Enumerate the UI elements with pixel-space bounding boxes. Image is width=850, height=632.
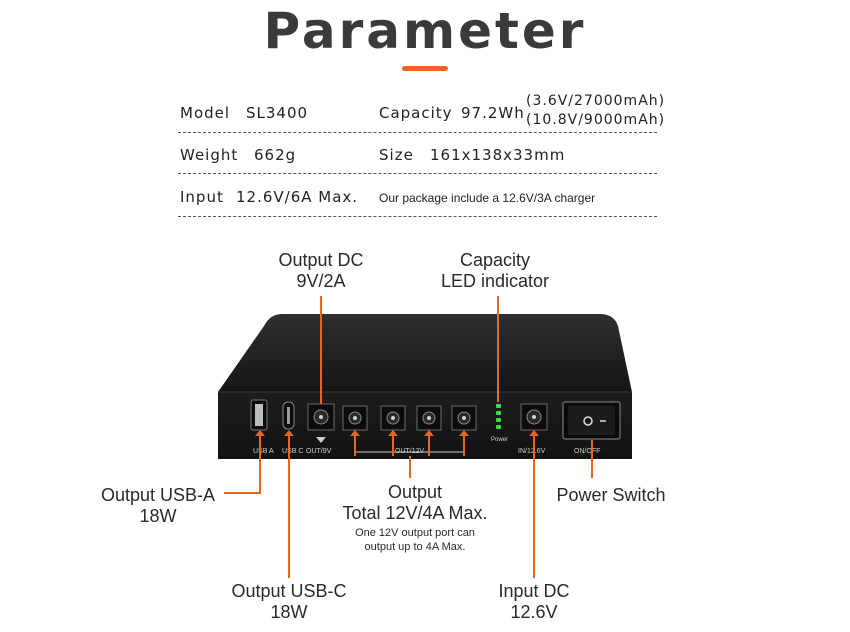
usb-c-title: Output USB-C [231,581,347,601]
output-dc-value: 9V/2A [296,271,346,291]
input-dc-value: 12.6V [510,602,558,622]
usb-c-value: 18W [270,602,308,622]
input-dc-title: Input DC [498,581,570,601]
usb-c-device-label: USB C [282,448,303,455]
size-label: Size [379,146,414,164]
weight-label: Weight [180,146,239,164]
device-top [218,314,632,392]
output-note: One 12V output port can output up to 4A … [320,526,510,554]
usb-c-port [282,401,295,430]
on-off-device-label: ON/OFF [574,448,600,455]
capacity-value: 97.2Wh [461,104,525,122]
output-dc-title: Output DC [278,250,364,270]
led-indicator [496,404,501,429]
dc-9v-port [307,403,335,443]
usb-a-label: Output USB-A 18W [88,485,228,527]
dc-12v-port [380,405,406,431]
power-switch-label: Power Switch [556,485,666,505]
out-12v-device-label: OUT/12V [395,448,425,455]
weight-value: 662g [254,146,297,164]
usb-a-value: 18W [139,506,177,526]
capacity-label: Capacity [379,104,453,122]
dc-12v-port [451,405,477,431]
out-9v-device-label: OUT/9V [306,448,332,455]
usb-a-device-label: USB A [253,448,274,455]
usb-a-port [250,399,268,431]
usb-a-title: Output USB-A [100,485,216,505]
dc-12v-port [342,405,368,431]
row-divider [178,132,657,133]
output-total-label: Output Total 12V/4A Max. [320,482,510,524]
dc-12v-port [416,405,442,431]
capacity-detail-2: (10.8V/9000mAh) [526,112,666,128]
row-divider [178,216,657,217]
leader-arrows [255,430,539,436]
input-value: 12.6V/6A Max. [236,188,359,206]
leader-lines [224,296,593,578]
output-note-line-1: One 12V output port can [355,527,475,539]
input-dc-label: Input DC 12.6V [474,581,594,623]
usb-c-label: Output USB-C 18W [214,581,364,623]
model-value: SL3400 [246,104,309,122]
output-note-line-2: output up to 4A Max. [364,541,466,553]
in-12v-device-label: IN/12.6V [518,448,546,455]
input-label: Input [180,188,224,206]
power-switch [562,401,621,440]
output-total-value: Total 12V/4A Max. [342,503,488,523]
output-dc-label: Output DC 9V/2A [256,250,386,292]
input-dc-port [520,403,548,431]
page-title: Parameter [263,2,587,60]
package-note: Our package include a 12.6V/3A charger [379,191,596,205]
capacity-detail-1: (3.6V/27000mAh) [526,93,666,109]
capacity-led-title: Capacity [459,250,531,270]
size-value: 161x138x33mm [430,146,566,164]
capacity-led-label: Capacity LED indicator [420,250,570,292]
capacity-led-subtitle: LED indicator [440,271,550,291]
power-device-label: Power [491,437,508,443]
title-underline [402,66,448,71]
output-total-title: Output [387,482,443,502]
model-label: Model [180,104,231,122]
row-divider [178,173,657,174]
